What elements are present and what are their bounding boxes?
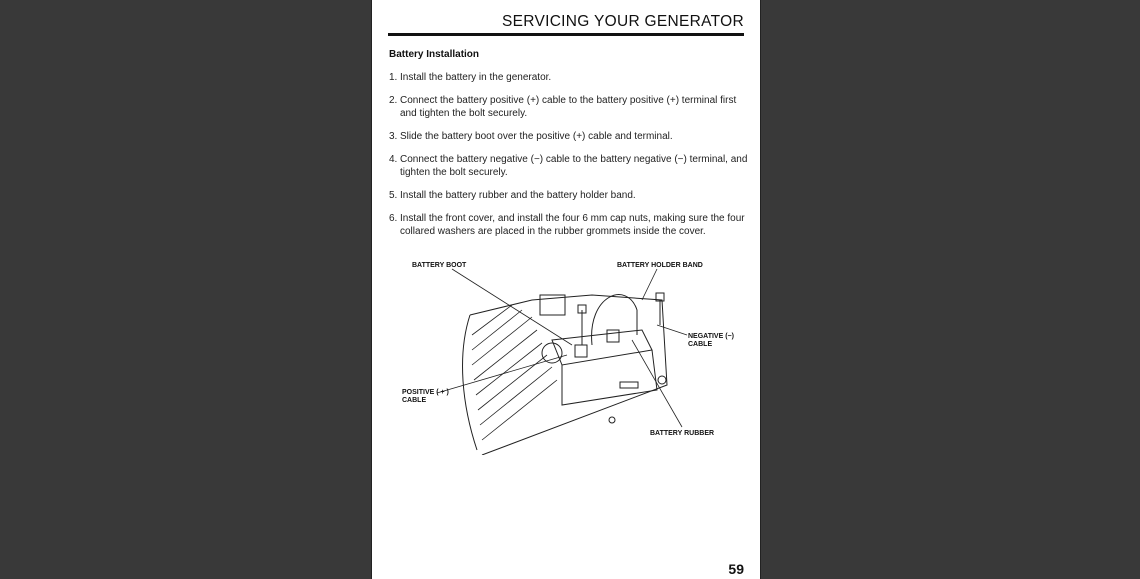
- step-text: Slide the battery boot over the positive…: [400, 131, 673, 142]
- label-positive-cable-2: CABLE: [402, 397, 426, 404]
- step-text: Install the front cover, and install the…: [400, 213, 745, 237]
- page-number: 59: [728, 561, 744, 577]
- step-number: 1.: [389, 72, 398, 83]
- label-battery-rubber: BATTERY RUBBER: [650, 430, 714, 437]
- step-number: 5.: [389, 190, 398, 201]
- step-text: Connect the battery positive (+) cable t…: [400, 95, 737, 119]
- document-page: SERVICING YOUR GENERATOR Battery Install…: [371, 0, 761, 579]
- battery-installation-diagram: BATTERY BOOT BATTERY HOLDER BAND NEGATIV…: [402, 262, 734, 455]
- label-battery-holder-band: BATTERY HOLDER BAND: [617, 262, 703, 269]
- title-rule: [388, 33, 744, 36]
- page-title: SERVICING YOUR GENERATOR: [501, 13, 744, 30]
- step-number: 6.: [389, 213, 398, 224]
- label-battery-boot: BATTERY BOOT: [412, 262, 467, 269]
- label-negative-cable-2: CABLE: [688, 341, 712, 348]
- leader-lines: [436, 268, 688, 428]
- step-item: 6.Install the front cover, and install t…: [389, 212, 749, 238]
- step-number: 4.: [389, 154, 398, 165]
- step-item: 3.Slide the battery boot over the positi…: [389, 130, 749, 143]
- label-positive-cable: POSITIVE ( + ): [402, 389, 449, 396]
- steps-list: 1.Install the battery in the generator. …: [389, 71, 749, 248]
- section-heading: Battery Installation: [389, 49, 480, 60]
- generator-illustration: [462, 292, 668, 455]
- step-number: 2.: [389, 95, 398, 106]
- step-item: 1.Install the battery in the generator.: [389, 71, 749, 84]
- step-number: 3.: [389, 131, 398, 142]
- step-text: Install the battery rubber and the batte…: [400, 190, 636, 201]
- step-text: Install the battery in the generator.: [400, 72, 552, 83]
- step-text: Connect the battery negative (−) cable t…: [400, 154, 748, 178]
- step-item: 5.Install the battery rubber and the bat…: [389, 189, 749, 202]
- step-item: 4.Connect the battery negative (−) cable…: [389, 153, 749, 179]
- step-item: 2.Connect the battery positive (+) cable…: [389, 94, 749, 120]
- label-negative-cable: NEGATIVE (−): [688, 333, 734, 340]
